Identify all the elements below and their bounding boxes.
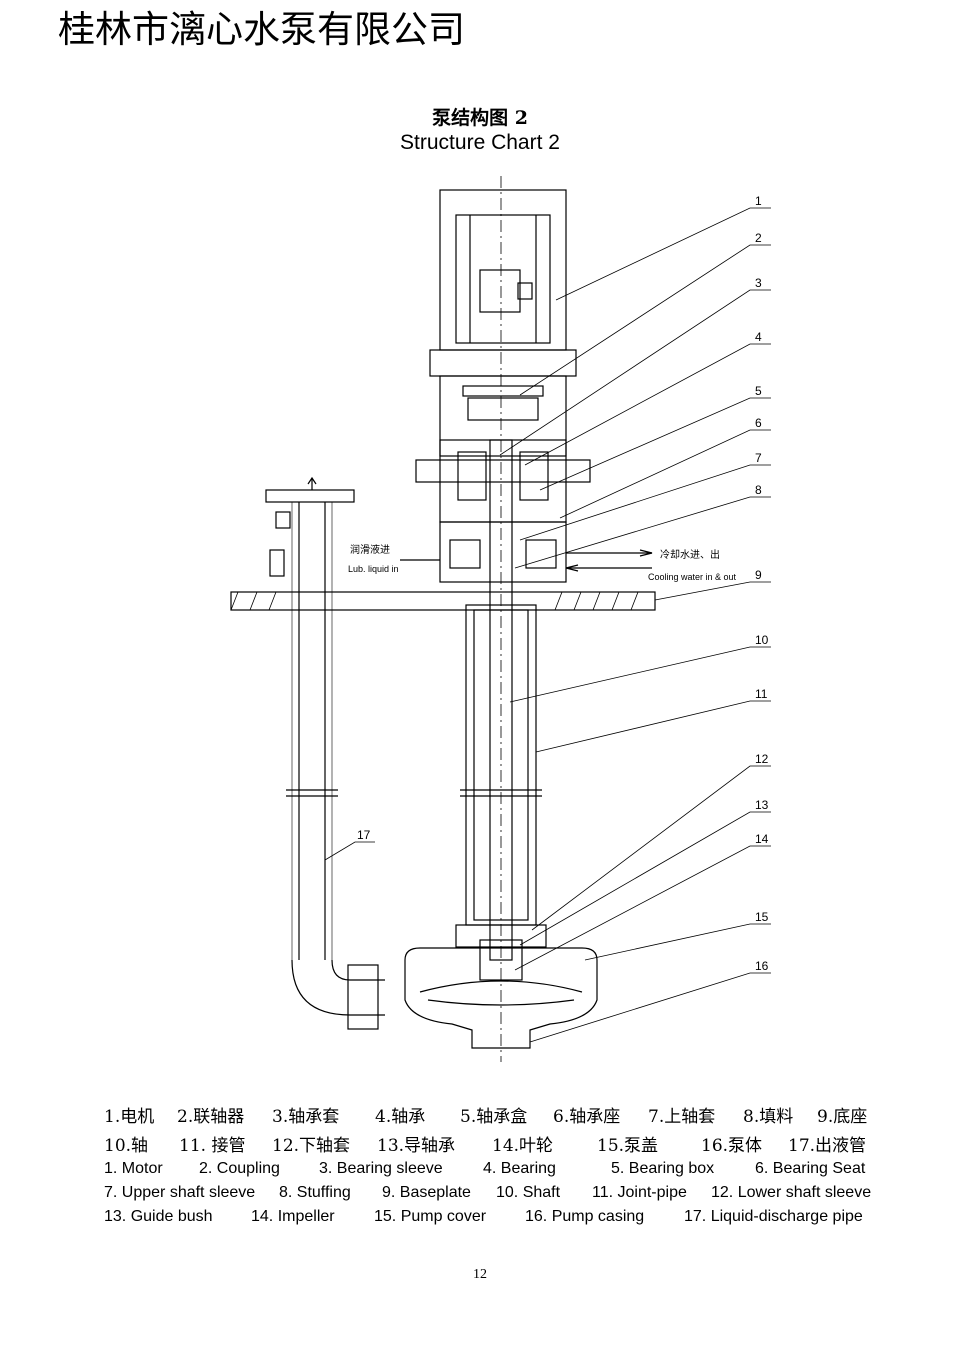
leader-lines bbox=[324, 207, 771, 1043]
legend-item: 16. Pump casing bbox=[525, 1208, 645, 1225]
motor bbox=[429, 189, 577, 377]
legend-item: 2.联轴器 bbox=[177, 1107, 245, 1127]
legend-item: 6. Bearing Seat bbox=[755, 1160, 866, 1177]
page-number: 12 bbox=[473, 1267, 487, 1282]
legend-item: 12. Lower shaft sleeve bbox=[711, 1184, 872, 1201]
bearing-seat bbox=[415, 439, 591, 583]
annotation-labels: 润滑液进 Lub. liquid in 冷却水进、出 Cooling water… bbox=[348, 543, 737, 582]
pump-casing bbox=[404, 924, 598, 1049]
callout-11: 11 bbox=[755, 687, 768, 701]
legend-item: 7.上轴套 bbox=[648, 1107, 716, 1127]
cooling-label-cn: 冷却水进、出 bbox=[660, 548, 720, 561]
legend-item: 17. Liquid-discharge pipe bbox=[684, 1208, 863, 1225]
legend-item: 4.轴承 bbox=[375, 1107, 426, 1127]
legend-item: 12.下轴套 bbox=[272, 1136, 351, 1156]
chart-title-en: Structure Chart 2 bbox=[400, 131, 560, 154]
legend-item: 11. 接管 bbox=[179, 1136, 246, 1156]
chart-title-cn: 泵结构图 2 bbox=[432, 107, 528, 129]
callout-4: 4 bbox=[755, 330, 762, 344]
legend-item: 1.电机 bbox=[104, 1107, 155, 1127]
legend-item: 8.填料 bbox=[743, 1107, 794, 1127]
legend-item: 7. Upper shaft sleeve bbox=[104, 1184, 256, 1201]
coupling-housing bbox=[439, 375, 567, 457]
callout-10: 10 bbox=[755, 633, 769, 647]
legend-item: 11. Joint-pipe bbox=[592, 1184, 687, 1201]
legend-item: 13. Guide bush bbox=[104, 1208, 213, 1225]
legend-item: 5. Bearing box bbox=[611, 1160, 715, 1177]
callout-17: 17 bbox=[357, 828, 371, 842]
legend-item: 13.导轴承 bbox=[377, 1136, 456, 1156]
company-name: 桂林市漓心水泵有限公司 bbox=[58, 8, 465, 51]
pump-structure-drawing: 1 2 3 4 5 6 7 8 9 10 11 12 13 14 15 16 1… bbox=[230, 176, 771, 1062]
legend-item: 4. Bearing bbox=[483, 1160, 556, 1177]
legend-item: 3.轴承套 bbox=[272, 1107, 340, 1127]
baseplate bbox=[230, 591, 656, 611]
legend-item: 5.轴承盒 bbox=[460, 1107, 528, 1127]
callout-15: 15 bbox=[755, 910, 769, 924]
legend-item: 2. Coupling bbox=[199, 1160, 280, 1177]
callout-6: 6 bbox=[755, 416, 762, 430]
callout-9: 9 bbox=[755, 568, 762, 582]
legend-item: 17.出液管 bbox=[788, 1136, 867, 1156]
callout-8: 8 bbox=[755, 483, 762, 497]
legend-item: 14. Impeller bbox=[251, 1208, 335, 1225]
lub-label-en: Lub. liquid in bbox=[348, 564, 399, 574]
callout-16: 16 bbox=[755, 959, 769, 973]
callout-3: 3 bbox=[755, 276, 762, 290]
service-connections bbox=[400, 549, 653, 572]
legend-item: 10.轴 bbox=[104, 1136, 149, 1156]
legend-item: 10. Shaft bbox=[496, 1184, 561, 1201]
callout-2: 2 bbox=[755, 231, 762, 245]
legend-item: 9. Baseplate bbox=[382, 1184, 471, 1201]
legend-item: 6.轴承座 bbox=[553, 1107, 621, 1127]
legend-item: 14.叶轮 bbox=[492, 1136, 554, 1156]
legend-item: 16.泵体 bbox=[701, 1136, 763, 1156]
callout-5: 5 bbox=[755, 384, 762, 398]
lub-label-cn: 润滑液进 bbox=[350, 543, 390, 556]
legend-item: 8. Stuffing bbox=[279, 1184, 351, 1201]
legend-item: 3. Bearing sleeve bbox=[319, 1160, 443, 1177]
shaft bbox=[489, 176, 513, 1062]
callout-14: 14 bbox=[755, 832, 769, 846]
callout-13: 13 bbox=[755, 798, 769, 812]
callout-12: 12 bbox=[755, 752, 769, 766]
legend-item: 9.底座 bbox=[817, 1107, 868, 1127]
callout-labels: 1 2 3 4 5 6 7 8 9 10 11 12 13 14 15 16 1… bbox=[357, 194, 769, 973]
legend-item: 1. Motor bbox=[104, 1160, 163, 1177]
discharge-pipe bbox=[265, 476, 385, 1030]
legend-item: 15. Pump cover bbox=[374, 1208, 487, 1225]
callout-7: 7 bbox=[755, 451, 762, 465]
legend-item: 15.泵盖 bbox=[597, 1136, 659, 1156]
callout-1: 1 bbox=[755, 194, 762, 208]
cooling-label-en: Cooling water in & out bbox=[648, 572, 737, 582]
